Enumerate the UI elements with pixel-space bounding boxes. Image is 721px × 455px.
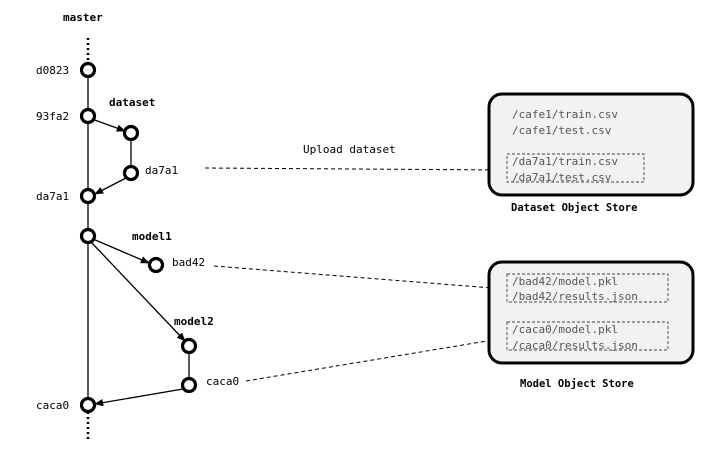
edge-master-to-model2 <box>90 241 186 342</box>
model-store-path: /bad42/results.json <box>512 290 638 303</box>
dataset-store-highlight-path: /da7a1/train.csv <box>512 155 618 168</box>
edge-master-to-model1 <box>92 238 150 264</box>
connector-caca0-to-model-store <box>245 336 506 382</box>
commit-label-93fa2: 93fa2 <box>36 110 69 123</box>
model-store-path: /caca0/results.json <box>512 339 638 352</box>
dataset-object-store[interactable]: /cafe1/train.csv /cafe1/test.csv /da7a1/… <box>487 92 695 197</box>
edge-dataset-merge <box>94 177 127 195</box>
dataset-store-path: /cafe1/test.csv <box>512 124 612 137</box>
branch-label-master: master <box>63 11 103 24</box>
commit-d0823[interactable] <box>79 61 97 79</box>
commit-model2-root[interactable] <box>180 337 198 355</box>
commit-label-d0823: d0823 <box>36 64 69 77</box>
commit-label-model2-caca0: caca0 <box>206 375 239 388</box>
model-object-store[interactable]: /bad42/model.pkl /bad42/results.json /ca… <box>487 260 695 365</box>
commit-master-caca0[interactable] <box>79 396 97 414</box>
connector-da7a1-to-dataset-store <box>204 167 506 173</box>
commit-label-bad42: bad42 <box>172 256 205 269</box>
dataset-store-highlight-path: /da7a1/test.csv <box>512 171 612 184</box>
model-store-box <box>487 260 695 365</box>
commit-model1-bad42[interactable] <box>147 256 165 274</box>
dataset-store-title: Dataset Object Store <box>511 202 637 214</box>
commit-93fa2[interactable] <box>79 107 97 125</box>
commit-label-master-caca0: caca0 <box>36 399 69 412</box>
dataset-store-box <box>487 92 695 197</box>
commit-master-post-merge[interactable] <box>79 227 97 245</box>
model-group-bad42-box <box>506 273 669 303</box>
edge-93fa2-to-dataset <box>91 118 126 132</box>
commit-master-da7a1[interactable] <box>79 187 97 205</box>
commit-dataset-root[interactable] <box>122 124 140 142</box>
connector-bad42-to-model-store <box>213 265 506 292</box>
upload-dataset-label: Upload dataset <box>303 143 396 156</box>
model-store-path: /bad42/model.pkl <box>512 275 618 288</box>
commit-label-dataset-da7a1: da7a1 <box>145 164 178 177</box>
model-store-title: Model Object Store <box>520 378 634 390</box>
branch-label-model1: model1 <box>132 230 172 243</box>
commit-model2-caca0[interactable] <box>180 376 198 394</box>
model-group-caca0-box <box>506 321 669 351</box>
edge-model2-merge <box>94 388 184 407</box>
dataset-store-path: /cafe1/train.csv <box>512 108 618 121</box>
commit-label-master-da7a1: da7a1 <box>36 190 69 203</box>
model-store-path: /caca0/model.pkl <box>512 323 618 336</box>
branch-label-dataset: dataset <box>109 96 155 109</box>
branch-label-model2: model2 <box>174 315 214 328</box>
dataset-highlight-box <box>506 153 645 183</box>
commit-dataset-da7a1[interactable] <box>122 164 140 182</box>
